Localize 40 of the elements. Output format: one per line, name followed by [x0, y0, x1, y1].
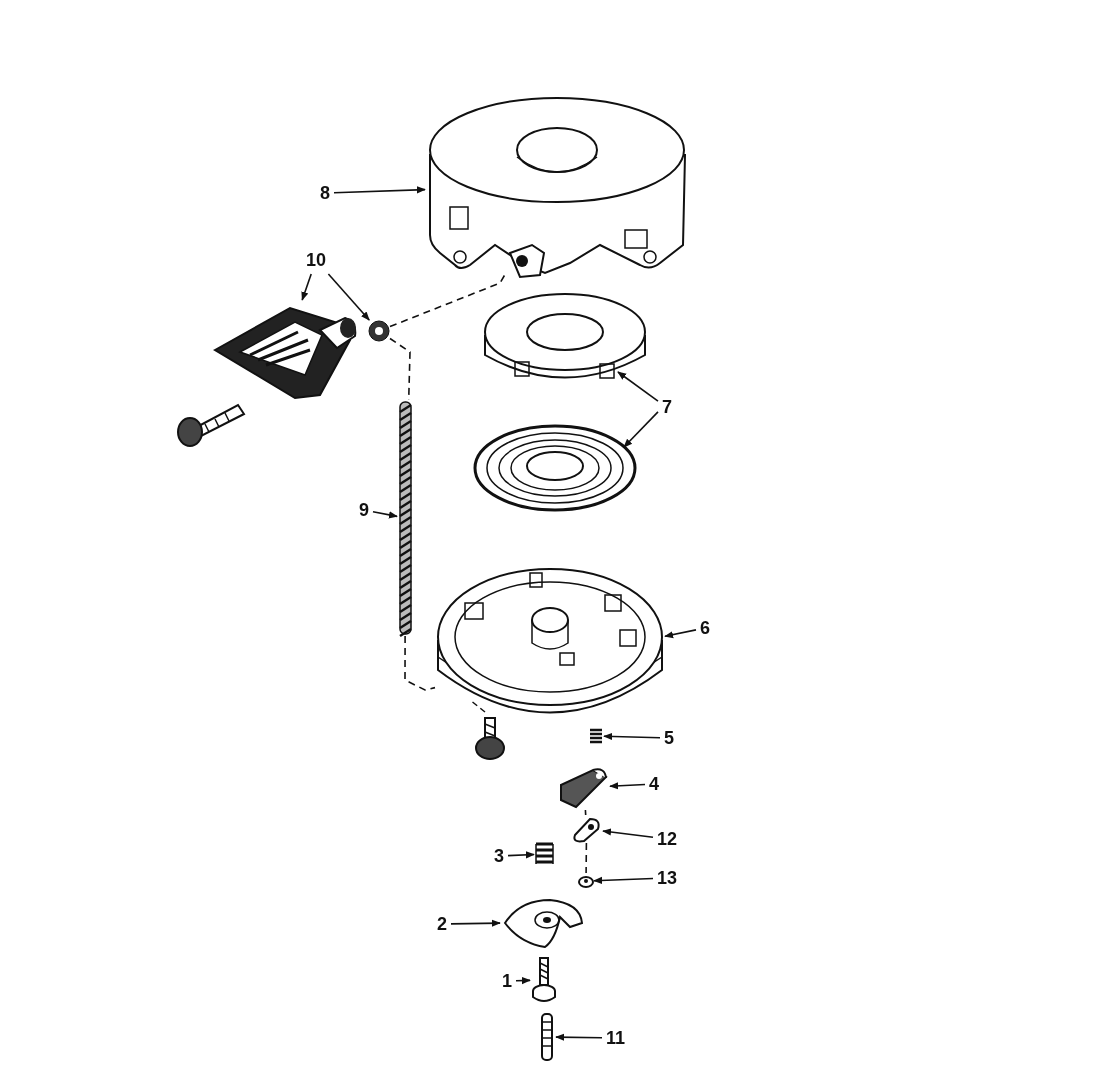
callout-number: 11 — [606, 1028, 626, 1048]
leader-arrow — [602, 828, 654, 839]
callout-number: 10 — [306, 250, 327, 270]
leader-arrow — [372, 510, 398, 519]
leader-arrow — [333, 186, 426, 194]
assembly-line — [404, 635, 436, 691]
callout-number: 12 — [657, 829, 678, 849]
callout-number: 1 — [502, 971, 512, 991]
washer-drawing — [578, 873, 594, 889]
assembly-line — [584, 809, 587, 816]
callout-number: 9 — [359, 500, 369, 520]
pawl-link-drawing — [570, 815, 603, 843]
callout-number: 5 — [664, 728, 674, 748]
leader-arrow — [555, 1033, 603, 1041]
shoulder-screw-drawing — [530, 955, 558, 1005]
leader-arrow — [327, 273, 370, 321]
washer-drawing — [368, 320, 390, 342]
starter-rope-drawing — [397, 400, 414, 636]
assembly-line — [389, 274, 506, 328]
leader-arrow — [507, 851, 535, 859]
assembly-line — [585, 842, 588, 874]
leader-arrow — [301, 273, 312, 301]
callout-number: 8 — [320, 183, 330, 203]
callout-number: 3 — [494, 846, 504, 866]
leader-arrow — [617, 371, 659, 402]
callout-number: 4 — [649, 774, 659, 794]
leader-arrow — [450, 919, 501, 927]
callout-number: 2 — [437, 914, 447, 934]
pawl-spring-drawing — [588, 727, 604, 745]
pin-drawing — [538, 1012, 556, 1062]
leader-arrow — [603, 732, 661, 741]
callout-number: 13 — [657, 868, 678, 888]
leader-arrow — [609, 782, 646, 790]
leader-arrow — [515, 977, 531, 985]
callout-number: 6 — [700, 618, 710, 638]
pawl-drawing — [558, 765, 610, 810]
leader-arrow — [593, 876, 654, 884]
leader-arrow — [623, 411, 659, 448]
callout-number: 7 — [662, 397, 672, 417]
leader-arrow — [664, 629, 697, 639]
